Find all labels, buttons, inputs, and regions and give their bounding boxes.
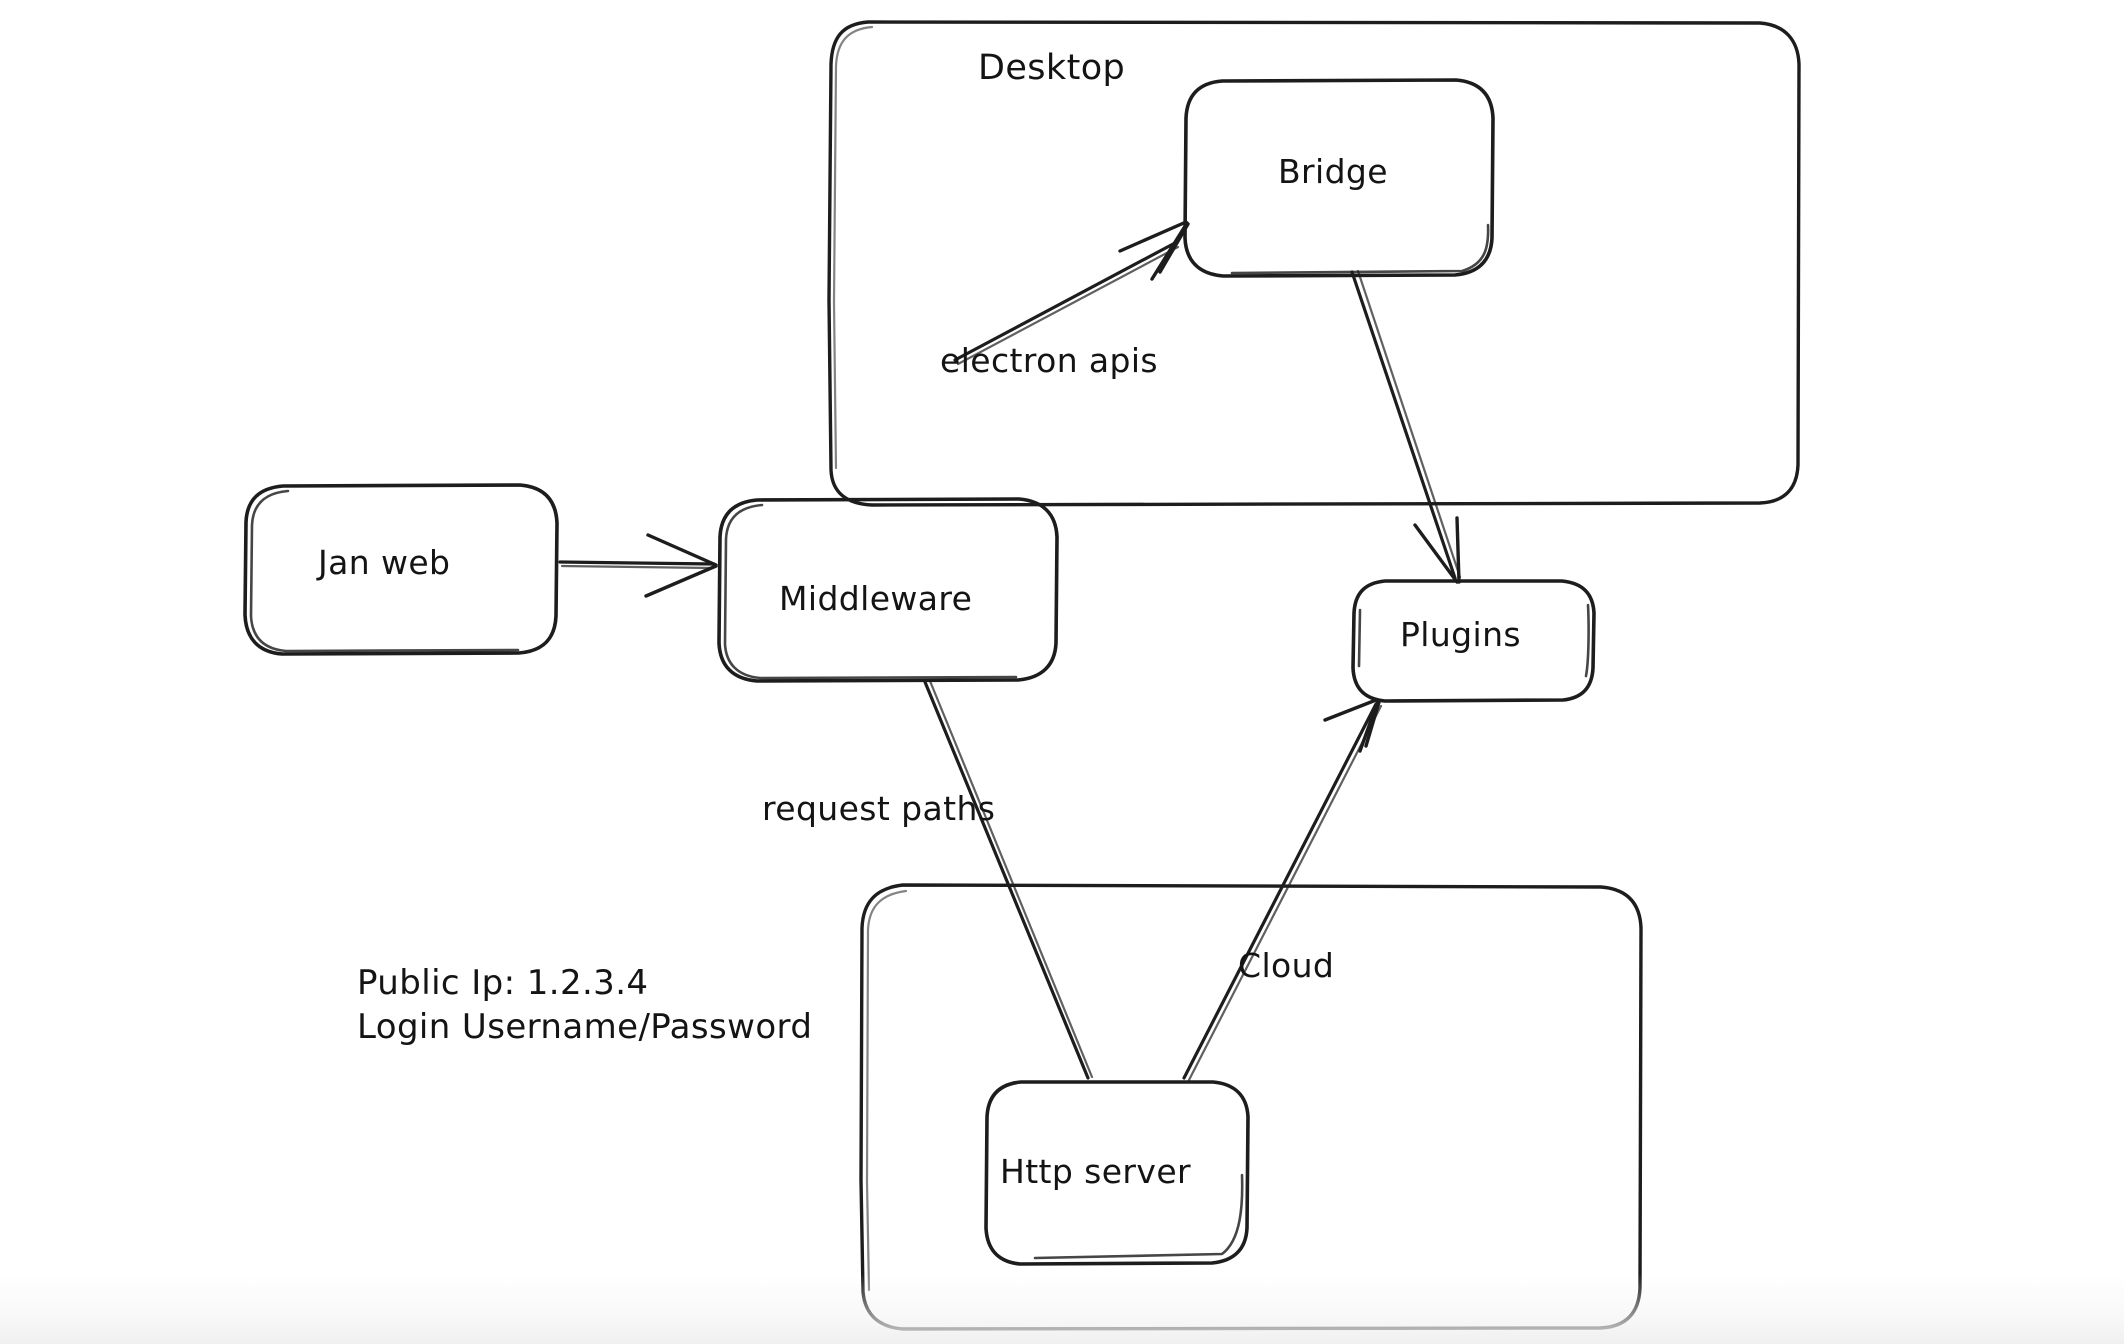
node-label-bridge: Bridge xyxy=(1278,152,1388,191)
node-label-middleware: Middleware xyxy=(779,579,973,618)
edge-janweb-to-middleware[interactable] xyxy=(558,533,718,598)
node-http-server-shape[interactable] xyxy=(984,1080,1250,1266)
edge-middleware-to-http[interactable] xyxy=(923,679,1094,1080)
edge-bridge-to-plugins[interactable] xyxy=(1350,269,1462,584)
edge-label-cloud: Cloud xyxy=(1238,946,1335,985)
note-login: Login Username/Password xyxy=(357,1006,813,1047)
node-label-plugins: Plugins xyxy=(1400,615,1522,654)
node-jan-web-shape[interactable] xyxy=(243,483,559,656)
edge-http-to-plugins[interactable] xyxy=(1182,698,1383,1082)
node-plugins-shape[interactable] xyxy=(1351,579,1596,703)
group-label-desktop: Desktop xyxy=(978,48,1126,88)
notes-block: Public Ip: 1.2.3.4 Login Username/Passwo… xyxy=(357,962,812,1049)
edge-middleware-to-bridge[interactable] xyxy=(953,220,1190,366)
note-public-ip: Public Ip: 1.2.3.4 xyxy=(357,963,649,1003)
node-label-jan-web: Jan web xyxy=(318,543,451,582)
edge-label-electron-apis: electron apis xyxy=(940,341,1159,380)
group-desktop-container[interactable] xyxy=(827,20,1801,507)
node-label-http-server: Http server xyxy=(1000,1152,1191,1191)
node-middleware-shape[interactable] xyxy=(717,497,1059,683)
node-bridge-shape[interactable] xyxy=(1183,78,1495,278)
edge-label-request-paths: request paths xyxy=(762,789,996,828)
